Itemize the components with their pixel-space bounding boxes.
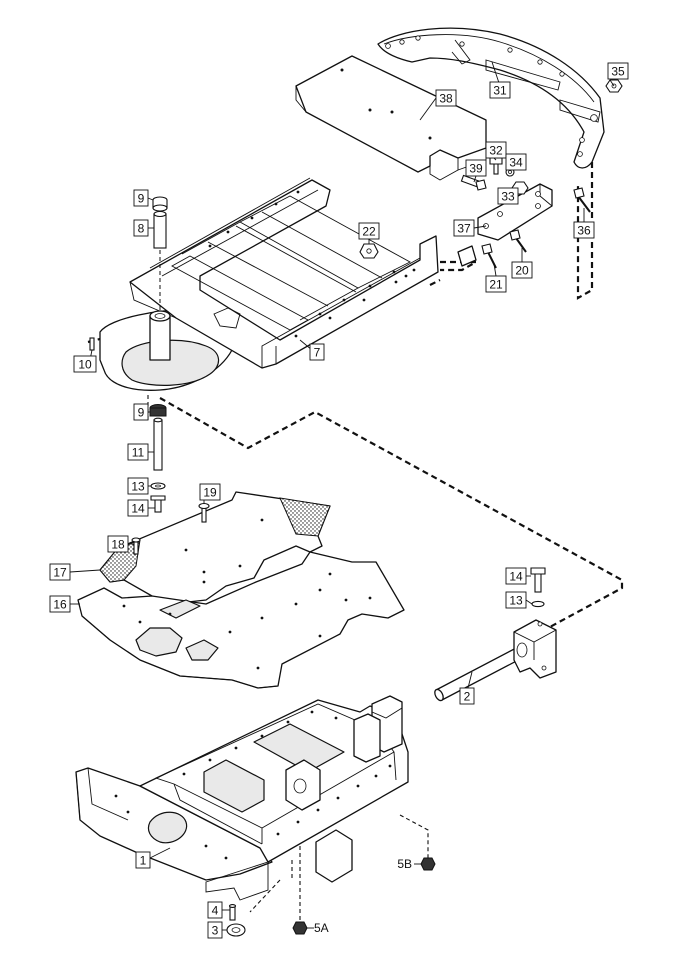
callout-39-text: 39 [469,162,483,176]
callout-38-text: 38 [439,92,453,106]
callout-22: 22 [358,222,380,240]
chassis-part-1 [75,695,409,901]
callout-34: 34 [505,153,527,171]
callout-16-text: 16 [53,598,67,612]
rear-bumper-part-31 [377,27,605,169]
callout-14-right-text: 14 [509,570,523,584]
callout-17-text: 17 [53,566,67,580]
upper-frame-part-7 [99,177,439,391]
callout-3-text: 3 [212,924,219,938]
callout-10-text: 10 [78,358,92,372]
callout-22-text: 22 [362,225,376,239]
callout-35-text: 35 [611,65,625,79]
callout-19: 19 [199,483,221,501]
callout-33-text: 33 [501,190,515,204]
pivot-pin-stack [149,196,168,513]
callout-2-text: 2 [464,690,471,704]
callout-19-text: 19 [203,486,217,500]
callout-9-lower-text: 9 [138,406,145,420]
callout-21: 21 [485,275,507,293]
callout-13-left-text: 13 [131,480,145,494]
callout-3: 3 [207,921,223,939]
callout-labels: 35 31 38 32 39 34 33 36 [49,62,629,939]
callout-1: 1 [135,851,151,869]
axle-part-2 [434,567,557,702]
bracket-part-37 [457,183,553,267]
callout-32: 32 [485,141,507,159]
callout-14-left: 14 [127,499,149,517]
floor-plate-part-16 [77,502,405,689]
callout-13-right-text: 13 [509,594,523,608]
callout-37-text: 37 [457,222,471,236]
callout-14-left-text: 14 [131,502,145,516]
callout-36-text: 36 [577,224,591,238]
callout-31: 31 [489,81,511,99]
callout-36: 36 [573,221,595,239]
callout-13-left: 13 [127,477,149,495]
callout-7-text: 7 [314,346,321,360]
callout-4-text: 4 [212,904,219,918]
callout-5a-text: 5A [314,921,329,935]
callout-1-text: 1 [140,854,147,868]
callout-10: 10 [73,355,97,373]
callout-7: 7 [309,343,325,361]
callout-14-right: 14 [505,567,527,585]
callout-9-upper-text: 9 [138,192,145,206]
callout-16: 16 [49,595,71,613]
callout-21-text: 21 [489,278,503,292]
callout-5a: 5A [314,921,329,935]
callout-35: 35 [607,62,629,80]
callout-38: 38 [435,89,457,107]
callout-13-right: 13 [505,591,527,609]
callout-31-text: 31 [493,84,507,98]
callout-32-text: 32 [489,144,503,158]
callout-5b-text: 5B [397,857,412,871]
top-plate-part-38 [295,55,487,181]
callout-17: 17 [49,563,71,581]
callout-20: 20 [511,261,533,279]
callout-2: 2 [459,687,475,705]
callout-20-text: 20 [515,264,529,278]
callout-8-text: 8 [138,222,145,236]
callout-11-text: 11 [132,446,145,460]
callout-9-upper: 9 [133,189,149,207]
callout-39: 39 [465,159,487,177]
lower-hardware [89,337,436,937]
callout-5b: 5B [397,857,412,871]
callout-34-text: 34 [509,156,523,170]
callout-11: 11 [127,443,149,461]
callout-37: 37 [453,219,475,237]
callout-18-text: 18 [111,538,125,552]
callout-18: 18 [107,535,129,553]
callout-8: 8 [133,219,149,237]
callout-9-lower: 9 [133,403,149,421]
callout-33: 33 [497,187,519,205]
callout-4: 4 [207,901,223,919]
